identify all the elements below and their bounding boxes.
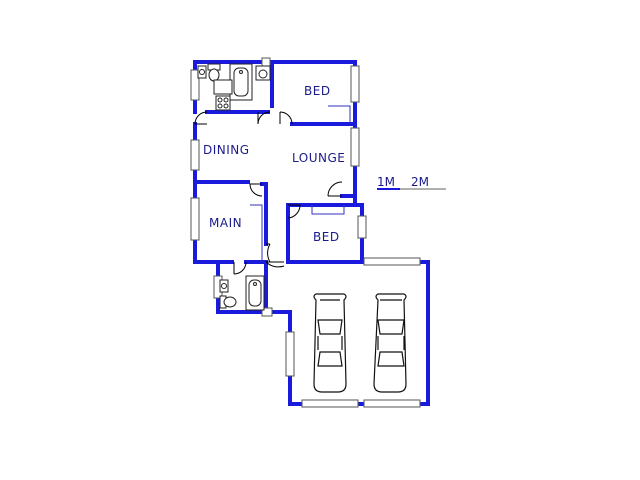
door — [249, 183, 263, 197]
door — [279, 111, 293, 125]
window — [190, 139, 200, 171]
car-icon — [313, 293, 347, 393]
basin-icon — [197, 65, 207, 79]
door — [233, 261, 247, 275]
window — [285, 331, 295, 377]
window — [350, 127, 360, 167]
toilet-icon — [207, 63, 221, 82]
window — [357, 215, 367, 239]
window — [301, 399, 359, 408]
window — [190, 69, 200, 101]
scale-label-2m: 2M — [411, 175, 429, 189]
scale-label-1m: 1M — [377, 175, 395, 189]
stove-icon — [215, 95, 231, 111]
fixtures — [197, 63, 271, 311]
door — [266, 243, 271, 263]
window — [350, 65, 360, 103]
doors — [194, 111, 343, 275]
room-label-main: MAIN — [209, 216, 242, 230]
built-in-cupboards — [250, 105, 351, 262]
bathtub-icon — [245, 275, 265, 311]
basin-icon — [219, 279, 229, 293]
window — [261, 307, 273, 317]
room-label-bed-top: BED — [304, 84, 331, 98]
room-label-dining: DINING — [203, 143, 250, 157]
window — [261, 57, 271, 67]
kitchen-counter — [213, 79, 233, 95]
door — [327, 181, 343, 197]
door — [257, 111, 271, 125]
window — [190, 197, 200, 241]
door — [194, 111, 208, 125]
room-label-bed-bottom: BED — [313, 230, 340, 244]
car-icon — [373, 293, 407, 393]
basin-icon — [255, 65, 271, 81]
bathtub-icon — [229, 63, 253, 101]
window — [363, 257, 421, 266]
window — [363, 399, 421, 408]
room-label-lounge: LOUNGE — [292, 151, 345, 165]
door — [265, 261, 285, 268]
scale-bar: 1M 2M — [377, 175, 446, 190]
toilet-icon — [219, 295, 237, 309]
door — [287, 204, 301, 219]
